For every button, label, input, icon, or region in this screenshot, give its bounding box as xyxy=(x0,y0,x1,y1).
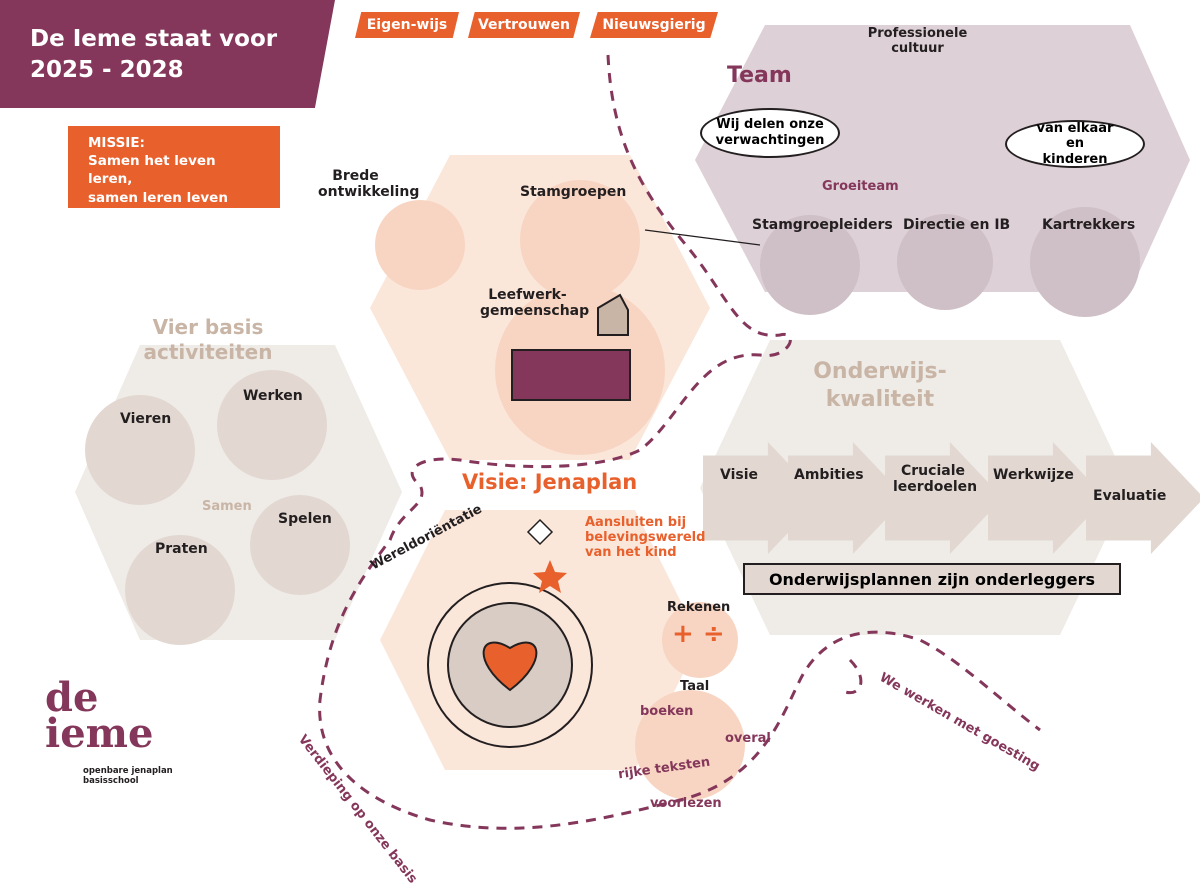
plans-box: Onderwijsplannen zijn onderleggers xyxy=(743,563,1121,595)
taal-boeken: boeken xyxy=(640,704,694,719)
value-tag-eigen-wijs: Eigen-wijs xyxy=(355,12,459,38)
quality-title: Onderwijs-kwaliteit xyxy=(813,359,947,412)
taal-label: Taal xyxy=(680,679,710,694)
background-diagram xyxy=(75,25,1190,830)
role-stamgroepleiders: Stamgroepleiders xyxy=(752,217,893,233)
aansluiten-label: Aansluiten bij belevingswereld van het k… xyxy=(585,515,706,560)
step-label-werkwijze: Werkwijze xyxy=(993,467,1074,483)
math-symbols-icon: + ÷ xyxy=(672,619,725,649)
vision-title: Visie: Jenaplan xyxy=(462,470,638,494)
value-tag-vertrouwen: Vertrouwen xyxy=(468,12,580,38)
dashed-journey-path xyxy=(318,54,1041,830)
star-icon xyxy=(533,560,567,593)
mission-box: MISSIE: Samen het leven leren, samen ler… xyxy=(68,126,280,208)
mission-label: MISSIE: xyxy=(88,135,145,151)
school-building-icon xyxy=(511,349,631,401)
activity-samen: Samen xyxy=(202,499,252,514)
brede-ontwikkeling-label: Brede ontwikkeling xyxy=(318,168,420,201)
leefwerkgemeenschap-label: Leefwerk-gemeenschap xyxy=(480,287,590,320)
mission-line2: samen leren leven xyxy=(88,189,228,206)
speech-bubble-right: van elkaar en kinderen xyxy=(1005,120,1145,168)
taal-overal: overal xyxy=(725,731,771,746)
taal-voorlezen: voorlezen xyxy=(650,796,722,811)
culture-label: Professionele cultuur xyxy=(867,26,968,56)
speech-bubble-left: Wij delen onze verwachtingen xyxy=(700,108,840,158)
step-label-ambities: Ambities xyxy=(794,467,864,483)
role-kartrekkers: Kartrekkers xyxy=(1042,217,1136,233)
rekenen-label: Rekenen xyxy=(667,600,731,615)
activities-title: Vier basis activiteiten xyxy=(143,315,273,364)
groeiteam-label: Groeiteam xyxy=(822,179,899,194)
activity-praten: Praten xyxy=(155,541,208,557)
step-label-leerdoelen: Cruciale leerdoelen xyxy=(893,463,978,496)
heart-icon xyxy=(482,641,538,692)
role-directie: Directie en IB xyxy=(903,217,1011,233)
mission-line1: Samen het leven leren, xyxy=(88,153,216,188)
value-tag-nieuwsgierig: Nieuwsgierig xyxy=(590,12,718,38)
activity-spelen: Spelen xyxy=(278,511,332,527)
activity-werken: Werken xyxy=(243,388,303,404)
activity-vieren: Vieren xyxy=(120,411,172,427)
step-label-visie: Visie xyxy=(720,467,759,483)
team-title: Team xyxy=(727,63,792,88)
stamgroepen-label: Stamgroepen xyxy=(520,184,627,200)
logo-subtitle: openbare jenaplan basisschool xyxy=(83,766,173,787)
step-label-evaluatie: Evaluatie xyxy=(1093,488,1167,504)
